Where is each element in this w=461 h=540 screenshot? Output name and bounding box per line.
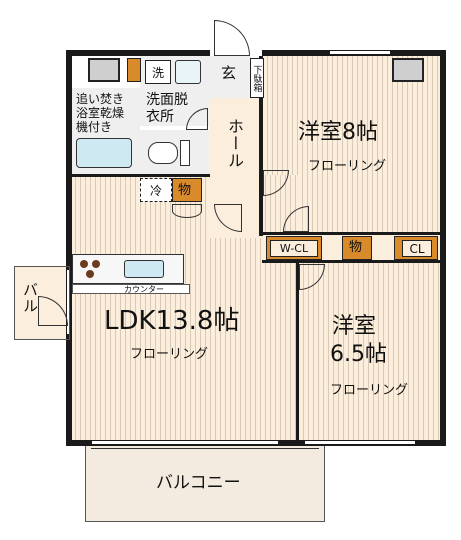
- toilet-icon: [148, 142, 178, 164]
- hall-label: ホール: [225, 118, 244, 169]
- vent-top-left: [88, 58, 120, 82]
- storage-center: [342, 236, 372, 260]
- counter-top: [72, 284, 190, 294]
- fridge-label: 冷: [149, 183, 162, 198]
- storage-kitchen: [172, 178, 202, 202]
- wall-top-left: [66, 50, 210, 56]
- western-8-floor-label: フローリング: [308, 159, 387, 174]
- entrance-door[interactable]: [214, 20, 250, 56]
- counter-label: カウンター: [124, 285, 164, 294]
- wall-left: [66, 50, 72, 446]
- storage-center-label: 物: [349, 240, 363, 255]
- washroom-label: 洗面脱衣所: [146, 92, 188, 125]
- pipe-shaft: [127, 58, 141, 82]
- wcl-label: W-CL: [279, 242, 309, 255]
- cl-label-box: CL: [402, 240, 432, 257]
- wall-inner-hall-right: [259, 56, 263, 236]
- window-top-right: [330, 51, 390, 54]
- kitchen-sink-icon: [124, 260, 164, 278]
- shoe-box-label: 下駄箱: [251, 64, 262, 92]
- window-bottom-western: [305, 441, 415, 444]
- western-room-6-floor: [298, 262, 442, 442]
- sink-icon: [175, 60, 201, 84]
- ldk-floor-label: フローリング: [130, 347, 209, 362]
- toilet-tank-icon: [180, 140, 190, 166]
- side-balcony: [14, 266, 70, 340]
- wall-inner-bath: [70, 174, 210, 177]
- kitchen-counter: [72, 254, 184, 284]
- wall-inner-divider-ldk: [296, 262, 299, 442]
- balcony-main-label: バルコニー: [156, 473, 241, 493]
- western-8-title: 洋室8帖: [298, 120, 378, 145]
- entrance-floor: [209, 56, 251, 98]
- window-left-ldk: [67, 270, 70, 334]
- shoe-box: 下駄箱: [250, 58, 264, 98]
- western-6-title-line2: 6.5帖: [330, 342, 387, 367]
- wall-right: [440, 50, 446, 446]
- western-6-floor-label: フローリング: [330, 383, 409, 398]
- fridge-space: 冷: [140, 178, 172, 202]
- entrance-label: 玄: [221, 64, 237, 82]
- bathtub-icon: [76, 138, 132, 168]
- door-kitchen-storage[interactable]: [172, 204, 202, 218]
- balcony-side-label: バル: [21, 282, 39, 314]
- window-bottom-ldk: [92, 441, 278, 444]
- vent-top-right: [392, 58, 424, 82]
- storage-kitchen-label: 物: [178, 183, 192, 198]
- ldk-floor: [70, 175, 298, 442]
- stove-icon: [78, 258, 104, 280]
- wcl-label-box: W-CL: [270, 240, 318, 257]
- ldk-title: LDK13.8帖: [104, 306, 240, 336]
- cl-label: CL: [409, 241, 425, 256]
- washer-label: 洗: [151, 65, 164, 80]
- western-6-title-line1: 洋室: [332, 314, 377, 339]
- bathroom-label: 追い焚き浴室乾燥機付き: [76, 92, 125, 134]
- washer-space: 洗: [145, 60, 171, 84]
- wall-closet-bottom: [262, 260, 442, 263]
- wall-closet-top: [262, 232, 442, 235]
- balcony-rail: [91, 448, 319, 449]
